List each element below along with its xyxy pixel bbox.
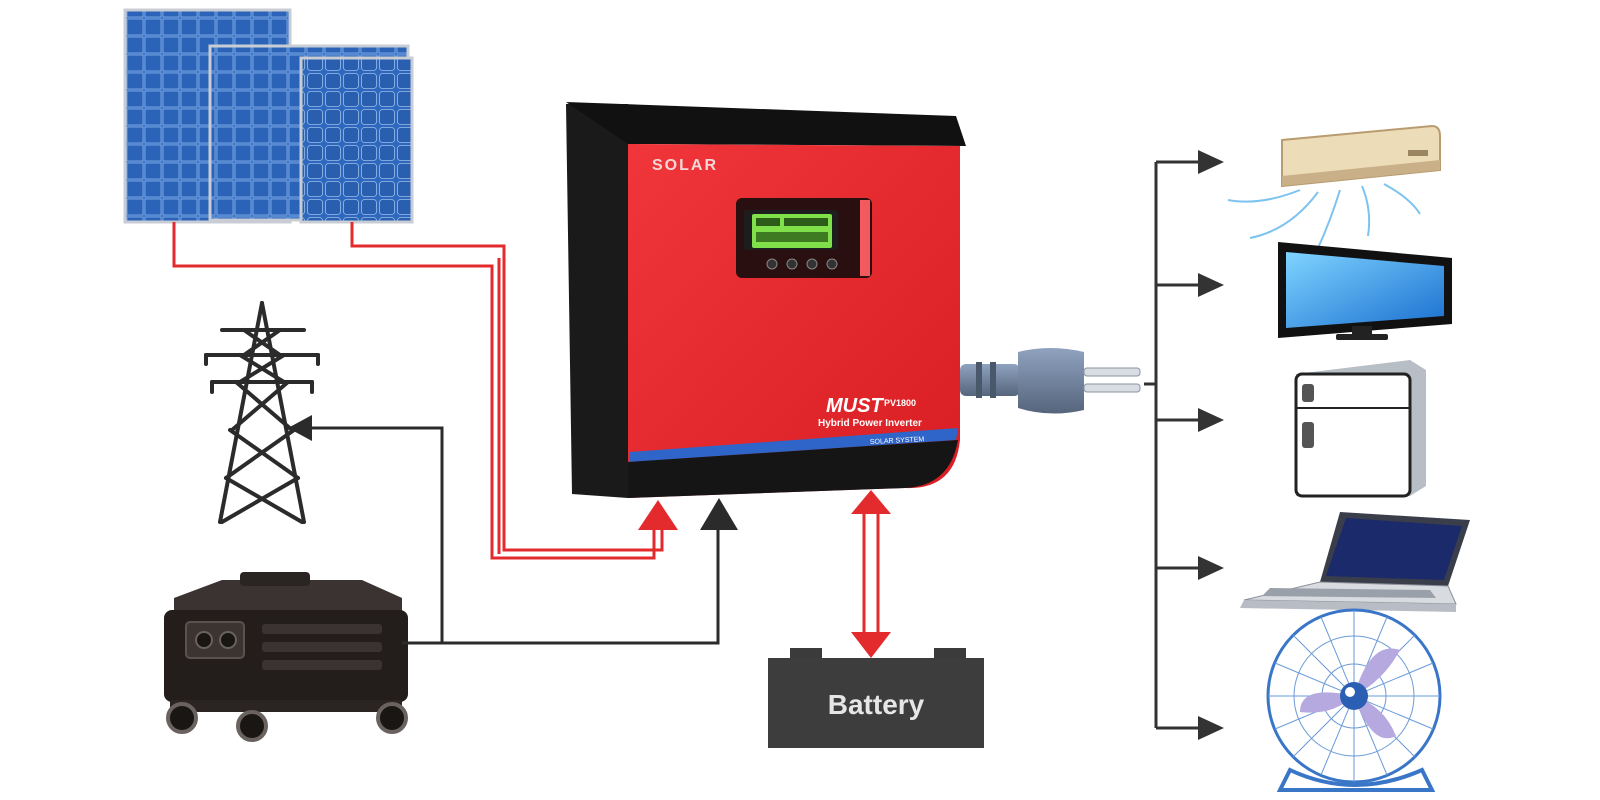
ac-input-arrow — [700, 498, 738, 530]
solar-panels-icon — [123, 8, 414, 224]
output-arrow-laptop — [1198, 556, 1224, 580]
hybrid-inverter: SOLAR MUST PV1800 Hybrid Power Inverter … — [566, 102, 966, 498]
generator-wheel-right — [376, 702, 408, 734]
inverter-model-label: PV1800 — [884, 398, 916, 408]
lcd-button-3[interactable] — [806, 258, 818, 270]
inverter-maker-label: MUST — [826, 395, 884, 417]
air-conditioner-icon — [1227, 124, 1441, 249]
pv-wiring — [172, 222, 664, 560]
output-bus — [1144, 160, 1200, 730]
output-arrows — [1198, 150, 1224, 740]
power-plug-icon — [960, 348, 1141, 414]
battery-label: Battery — [828, 689, 925, 720]
lcd-button-4[interactable] — [826, 258, 838, 270]
inverter-top — [566, 102, 966, 146]
refrigerator-icon — [1294, 360, 1426, 498]
output-arrow-ac — [1198, 150, 1224, 174]
generator-wheel-left — [166, 702, 198, 734]
battery-icon: Battery — [768, 648, 984, 748]
lcd-button-2[interactable] — [786, 258, 798, 270]
inverter-body — [628, 144, 960, 498]
grid-wire — [312, 426, 444, 643]
inverter-side — [566, 104, 628, 498]
inverter-subtitle-label: Hybrid Power Inverter — [818, 418, 922, 429]
battery-link — [851, 490, 891, 658]
output-arrow-fridge — [1198, 408, 1224, 432]
pv-wire-2 — [350, 222, 664, 552]
output-arrow-tv — [1198, 273, 1224, 297]
battery-link-bottom-arrow — [851, 632, 891, 658]
grid-arrow — [288, 415, 312, 441]
inverter-band — [630, 428, 958, 462]
pv-wire-1 — [172, 222, 656, 560]
ac-wiring — [312, 426, 720, 645]
laptop-icon — [1240, 512, 1470, 612]
output-arrow-fan — [1198, 716, 1224, 740]
inverter-brand-label: SOLAR — [652, 157, 718, 174]
television-icon — [1278, 242, 1452, 340]
fan-icon — [1266, 608, 1442, 792]
generator-wire — [402, 530, 720, 645]
transmission-tower-icon — [204, 301, 320, 524]
lcd-panel — [736, 198, 872, 278]
generator-icon — [164, 572, 408, 742]
pv-input-arrow — [638, 500, 678, 530]
inverter-band-label: SOLAR SYSTEM — [870, 436, 925, 446]
battery-link-top-arrow — [851, 490, 891, 514]
lcd-button-1[interactable] — [766, 258, 778, 270]
